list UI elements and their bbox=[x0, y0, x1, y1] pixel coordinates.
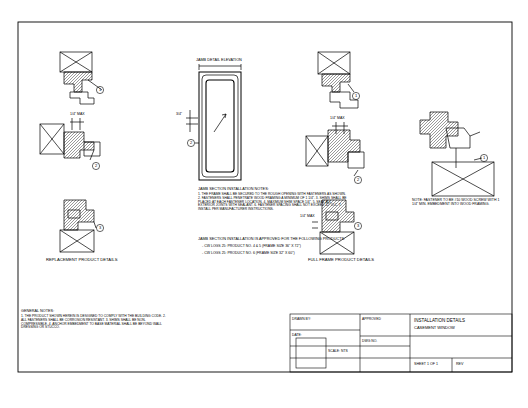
callout-number: 3 bbox=[99, 226, 101, 231]
callout-number: 1 bbox=[483, 156, 485, 161]
notes-heading: JAMB SECTION INSTALLATION IS APPROVED FO… bbox=[198, 237, 345, 241]
dimension: 3/4" bbox=[176, 112, 182, 116]
product-line: - CW LOGS 25: PRODUCT NO. 4 & 5 (FRAME S… bbox=[202, 244, 301, 248]
title-cell: SCALE: NTS bbox=[328, 350, 348, 354]
dimension: 1/4" MAX bbox=[330, 116, 345, 120]
callout-number: 3 bbox=[357, 224, 359, 229]
dimension: 1/4" MAX bbox=[300, 214, 315, 218]
title-cell: DWG NO. bbox=[362, 340, 377, 344]
callout-number: 1 bbox=[99, 88, 101, 93]
title-cell: REV bbox=[456, 362, 463, 366]
view-title: JAMB DETAIL ELEVATION bbox=[196, 58, 242, 62]
title-cell: INSTALLATION DETAILS bbox=[414, 318, 465, 323]
title-cell: SHEET 1 OF 1 bbox=[414, 362, 438, 366]
notes-body: 1. THE FRAME SHALL BE SECURED TO THE ROU… bbox=[198, 193, 348, 212]
title-cell: CASEMENT WINDOW bbox=[414, 326, 455, 331]
callout-number: 2 bbox=[190, 141, 192, 146]
detail-heading: REPLACEMENT PRODUCT DETAILS bbox=[46, 258, 117, 263]
dimension: 1/4" MAX bbox=[70, 112, 85, 116]
notes-heading: GENERAL NOTES: bbox=[21, 309, 54, 313]
callout-number: 2 bbox=[95, 164, 97, 169]
title-cell: DATE: bbox=[292, 334, 302, 338]
detail-heading: FULL FRAME PRODUCT DETAILS bbox=[308, 258, 374, 263]
product-line: - CW LOGS 25: PRODUCT NO. 6 (FRAME SIZE … bbox=[202, 251, 295, 255]
notes-body: 1. THE PRODUCT SHOWN HEREIN IS DESIGNED … bbox=[21, 315, 171, 330]
title-cell: DRAWN BY: bbox=[292, 318, 311, 322]
fastener-note: NOTE: FASTENER TO BE #10 WOOD SCREW WITH… bbox=[412, 198, 504, 206]
callout-number: 1 bbox=[355, 94, 357, 99]
callout-number: 2 bbox=[357, 178, 359, 183]
title-cell: APPROVED bbox=[362, 318, 381, 322]
notes-heading: JAMB SECTION INSTALLATION NOTES: bbox=[198, 187, 269, 191]
